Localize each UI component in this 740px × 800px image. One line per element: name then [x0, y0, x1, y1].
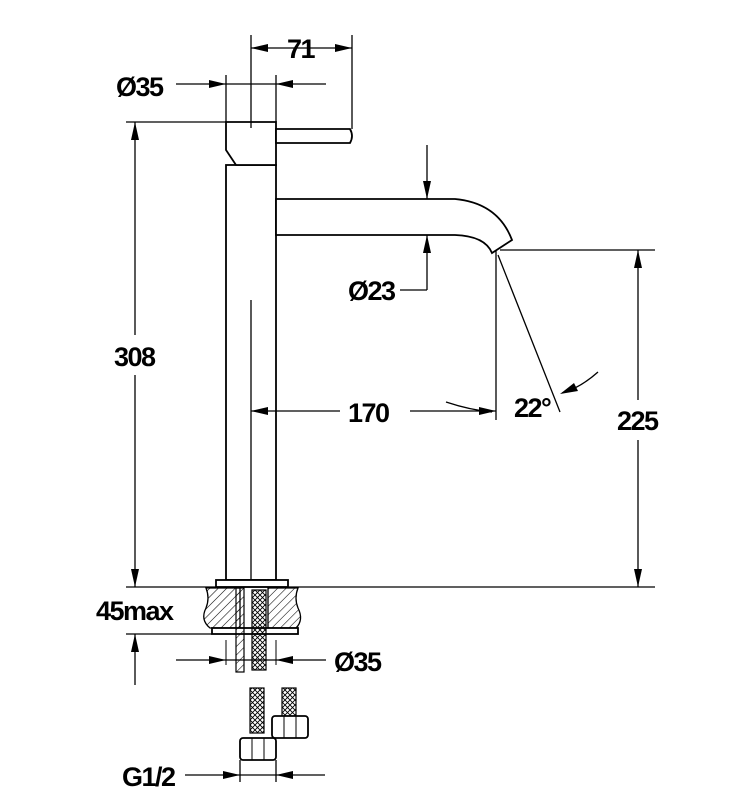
- faucet-body: [215, 121, 514, 588]
- supply-hose-center: [251, 589, 267, 671]
- label-max-deck-thickness: 45max: [96, 596, 174, 626]
- label-connection-thread: G1/2: [122, 762, 175, 792]
- label-base-diameter: Ø35: [334, 647, 382, 677]
- deck-hatched-right: [267, 587, 302, 629]
- threaded-rod: [235, 587, 245, 673]
- dimension-lines: [131, 44, 642, 779]
- label-spout-height: 225: [617, 406, 659, 436]
- label-spout-diameter: Ø23: [348, 276, 396, 306]
- faucet-base-flange: [215, 579, 289, 588]
- hose-nut-side: [271, 715, 309, 739]
- extension-lines: [126, 35, 655, 782]
- faucet-cap: [225, 121, 277, 166]
- faucet-spout: [275, 198, 514, 255]
- hose-nut-lower: [239, 737, 277, 761]
- deck-hatched-left: [203, 587, 241, 629]
- dimension-labels: 71 Ø35 308 Ø23 170 22° 225 45max Ø35 G1/…: [96, 34, 661, 792]
- supply-hose-side: [281, 687, 297, 717]
- faucet-lever: [275, 128, 353, 144]
- supply-hose-lower: [249, 687, 265, 734]
- label-spout-reach: 170: [348, 398, 389, 428]
- label-top-diameter: Ø35: [116, 72, 164, 102]
- label-handle-offset: 71: [287, 34, 316, 64]
- deck-section: [203, 587, 309, 761]
- label-total-height: 308: [114, 342, 156, 372]
- label-spout-angle: 22°: [514, 393, 551, 423]
